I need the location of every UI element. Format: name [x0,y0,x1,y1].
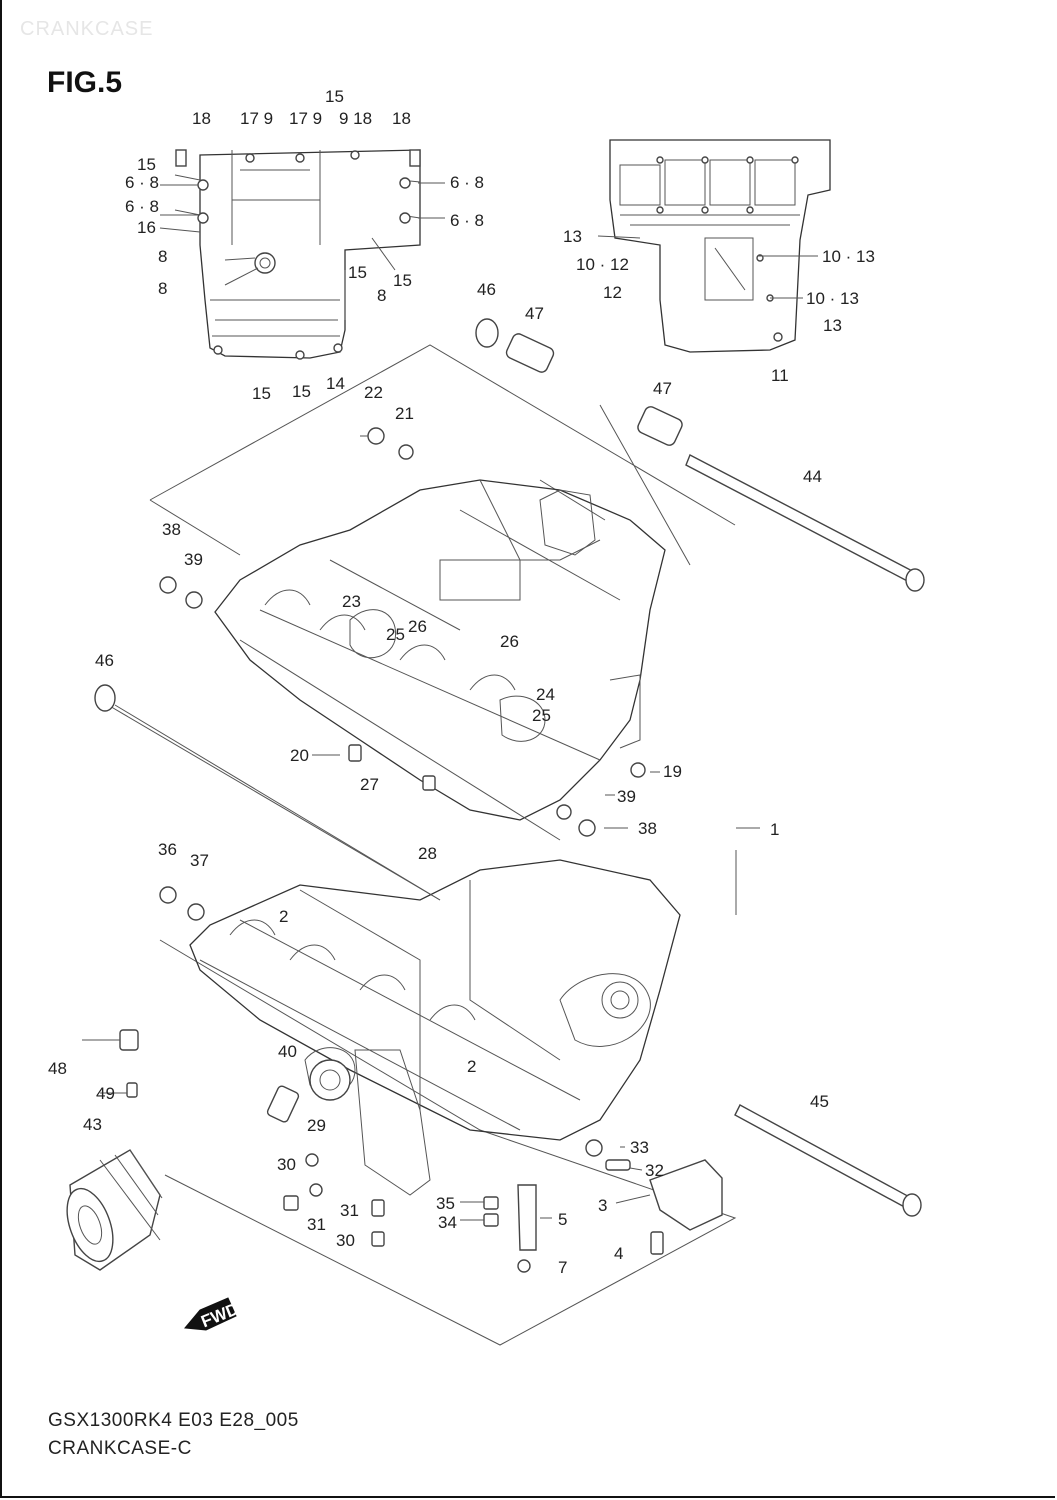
callout-37: 37 [190,851,209,870]
callout-30: 30 [277,1155,296,1174]
callout-26: 26 [408,617,427,636]
upper-crankcase [214,479,666,841]
callout-11: 11 [771,366,789,385]
callout-17-9: 17 9 [289,109,322,128]
callout-16: 16 [137,218,156,237]
callout-12: 12 [603,283,622,302]
callout-39: 39 [184,550,203,569]
callout-9-18: 9 18 [339,109,372,128]
callout-28: 28 [418,844,437,863]
callout-39: 39 [617,787,636,806]
callout-2: 2 [467,1057,476,1076]
callout-40: 40 [278,1042,297,1061]
fasteners [94,318,925,1273]
callout-15: 15 [137,155,156,174]
callout-24: 24 [536,685,555,704]
callout-29: 29 [307,1116,326,1135]
callout-38: 38 [162,520,181,539]
callout-47: 47 [653,379,672,398]
callout-5: 5 [558,1210,567,1229]
callout-22: 22 [364,383,383,402]
callout-45: 45 [810,1092,829,1111]
main-exploded-view: FWD [66,318,925,1346]
callout-labels: 15 18 17 9 17 9 9 18 18 15 6 · 8 6 · 8 1… [48,87,875,1277]
callout-10-12: 10 · 12 [576,255,629,274]
callout-31: 31 [307,1215,326,1234]
callout-27: 27 [360,775,379,794]
callout-35: 35 [436,1194,455,1213]
forward-arrow: FWD [184,1297,241,1331]
callout-15: 15 [292,382,311,401]
leader-lines [82,435,760,1221]
callout-19: 19 [663,762,682,781]
callout-13: 13 [563,227,582,246]
header-watermark: CRANKCASE [20,18,154,40]
callout-49: 49 [96,1084,115,1103]
callout-23: 23 [342,592,361,611]
callout-31: 31 [340,1201,359,1220]
callout-6-8: 6 · 8 [125,173,159,192]
callout-1: 1 [770,820,779,839]
oil-filter [66,1149,163,1271]
callout-25: 25 [532,706,551,725]
callout-43: 43 [83,1115,102,1134]
callout-10-13: 10 · 13 [806,289,859,308]
callout-14: 14 [326,374,345,393]
callout-2: 2 [279,907,288,926]
callout-6-8: 6 · 8 [125,197,159,216]
callout-30: 30 [336,1231,355,1250]
callout-8: 8 [158,279,167,298]
callout-13: 13 [823,316,842,335]
callout-48: 48 [48,1059,67,1078]
callout-18: 18 [392,109,411,128]
callout-3: 3 [598,1196,607,1215]
callout-15: 15 [393,271,412,290]
callout-20: 20 [290,746,309,765]
callout-10-13: 10 · 13 [822,247,875,266]
callout-6-8: 6 · 8 [450,173,484,192]
fwd-label: FWD [198,1299,241,1331]
callout-21: 21 [395,404,414,423]
lower-crankcase [189,859,681,1196]
callout-17-9: 17 9 [240,109,273,128]
callout-4: 4 [614,1244,623,1263]
callout-46: 46 [477,280,496,299]
drawing-code: GSX1300RK4 E03 E28_005 [48,1410,299,1431]
figure-title: FIG.5 [47,66,123,99]
inset-lower-case-view [159,149,445,360]
callout-8: 8 [158,247,167,266]
callout-44: 44 [803,467,822,486]
callout-33: 33 [630,1138,649,1157]
callout-26: 26 [500,632,519,651]
inset-upper-case-view [597,139,831,353]
callout-25: 25 [386,625,405,644]
callout-8: 8 [377,286,386,305]
callout-36: 36 [158,840,177,859]
callout-15: 15 [348,263,367,282]
callout-47: 47 [525,304,544,323]
diagram-caption: CRANKCASE-C [48,1438,192,1459]
callout-18: 18 [192,109,211,128]
callout-7: 7 [558,1258,567,1277]
callout-34: 34 [438,1213,457,1232]
callout-46: 46 [95,651,114,670]
callout-38: 38 [638,819,657,838]
callout-6-8: 6 · 8 [450,211,484,230]
callout-32: 32 [645,1161,664,1180]
callout-15: 15 [252,384,271,403]
callout-15: 15 [325,87,344,106]
